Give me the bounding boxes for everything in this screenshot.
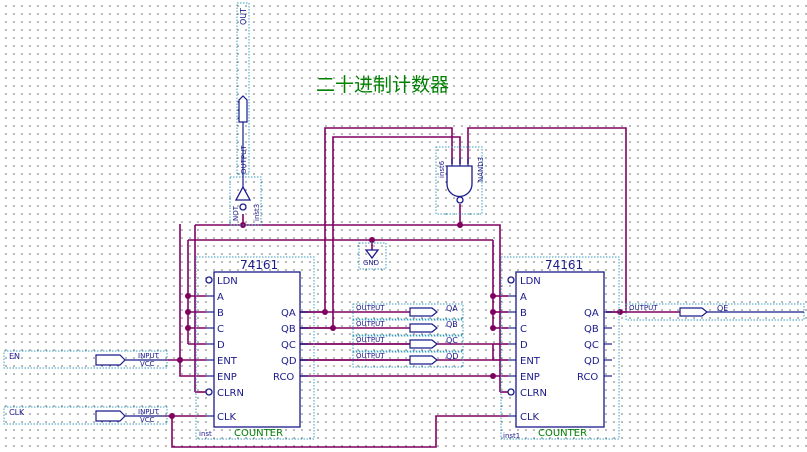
chip-left-pin-clrn: CLRN (217, 388, 244, 399)
chip-counter-right[interactable]: 74161 COUNTER inst1 LDN A B C D ENT ENP … (500, 256, 620, 440)
output-qd-name: QD (446, 352, 458, 361)
chip-right-pin-rco: RCO (577, 372, 598, 383)
input-en-default: VCC (140, 360, 155, 368)
input-port-en[interactable]: EN INPUT VCC (3, 350, 168, 369)
gnd-symbol: GND (358, 242, 387, 270)
chip-left-pin-clk: CLK (217, 412, 237, 423)
chip-left-pin-qd: QD (281, 356, 297, 367)
output-port-qe[interactable]: OUTPUT QE (625, 303, 805, 321)
input-port-clk[interactable]: CLK INPUT VCC (3, 406, 168, 425)
chip-counter-left[interactable]: 74161 COUNTER inst LDN A B C D ENT ENP C… (195, 256, 315, 440)
chip-right-pin-b: B (520, 308, 527, 319)
nand3-gate[interactable]: inst6 NAND3 (435, 146, 485, 215)
chip-left-pin-c: C (217, 324, 224, 335)
chip-right-pin-ldn: LDN (520, 276, 541, 287)
chip-left-pin-qa: QA (281, 308, 296, 319)
output-port-qb[interactable]: OUTPUT QB (352, 319, 464, 336)
input-en-name: EN (9, 352, 20, 361)
output-qc-name: QC (446, 336, 458, 345)
chip-left-pin-b: B (217, 308, 224, 319)
diagram-title: 二十进制计数器 (316, 74, 449, 96)
output-port-qd[interactable]: OUTPUT QD (352, 351, 464, 368)
out-port-type: OUTPUT (240, 145, 248, 174)
chip-right-pin-qc: QC (584, 340, 599, 351)
chip-left-pin-qb: QB (281, 324, 296, 335)
chip-right-footer: COUNTER (538, 428, 587, 439)
output-qd-type: OUTPUT (356, 352, 385, 360)
out-port[interactable]: OUTPUT OUT (236, 2, 250, 180)
chip-left-pin-ent: ENT (217, 356, 238, 367)
input-clk-default: VCC (140, 416, 155, 424)
output-qa-name: QA (446, 304, 458, 313)
output-qc-type: OUTPUT (356, 336, 385, 344)
output-qa-type: OUTPUT (356, 304, 385, 312)
chip-left-inst: inst (199, 430, 212, 438)
chip-left-pin-ldn: LDN (217, 276, 238, 287)
chip-right-pin-qa: QA (584, 308, 599, 319)
chip-right-pin-d: D (520, 340, 528, 351)
out-port-name: OUT (239, 8, 248, 25)
chip-left-pin-rco: RCO (273, 372, 294, 383)
chip-left-pin-a: A (217, 292, 224, 303)
chip-right-pin-enp: ENP (520, 372, 540, 383)
chip-right-pin-a: A (520, 292, 527, 303)
not-gate-type: NOT (232, 205, 240, 221)
chip-right-pin-c: C (520, 324, 527, 335)
chip-right-pin-ent: ENT (520, 356, 541, 367)
not-gate[interactable]: NOT inst3 (229, 176, 262, 226)
chip-left-pin-enp: ENP (217, 372, 237, 383)
input-en-type: INPUT (138, 352, 160, 360)
chip-right-pin-clrn: CLRN (520, 388, 547, 399)
output-qe-name: QE (717, 304, 728, 313)
nand-type: NAND3 (477, 157, 485, 182)
junctions (169, 222, 623, 419)
chip-right-pin-clk: CLK (520, 412, 540, 423)
chip-left-name: 74161 (240, 258, 278, 272)
output-qb-type: OUTPUT (356, 320, 385, 328)
nand-inst: inst6 (438, 160, 446, 178)
input-clk-type: INPUT (138, 408, 160, 416)
chip-right-pin-qd: QD (584, 356, 600, 367)
chip-right-inst: inst1 (503, 432, 520, 440)
output-qb-name: QB (446, 320, 458, 329)
output-port-qa[interactable]: OUTPUT QA (352, 303, 464, 320)
input-clk-name: CLK (9, 408, 25, 417)
output-port-qc[interactable]: OUTPUT QC (352, 335, 464, 352)
chip-left-footer: COUNTER (234, 428, 283, 439)
chip-left-pin-qc: QC (281, 340, 296, 351)
chip-right-pin-qb: QB (584, 324, 599, 335)
output-qe-type: OUTPUT (629, 304, 658, 312)
wire-qd (300, 344, 494, 361)
gnd-label: GND (363, 259, 379, 267)
chip-right-name: 74161 (545, 258, 583, 272)
chip-left-pin-d: D (217, 340, 225, 351)
not-gate-inst: inst3 (253, 204, 261, 221)
